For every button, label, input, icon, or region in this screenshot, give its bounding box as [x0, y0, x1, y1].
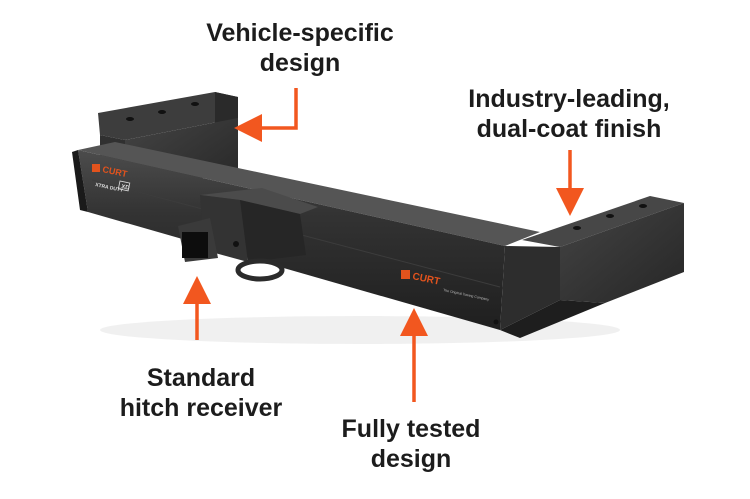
svg-text:XTRA DUTY: XTRA DUTY	[95, 182, 125, 194]
label-line: Fully tested	[341, 415, 481, 443]
industry-leading-finish-label: Industry-leading, dual-coat finish	[455, 84, 683, 144]
label-line: Standard	[146, 364, 256, 392]
label-line: design	[370, 445, 452, 473]
label-line: Industry-leading,	[468, 85, 670, 113]
vehicle-specific-design-label: Vehicle-specific design	[200, 18, 400, 78]
standard-hitch-receiver-label: Standard hitch receiver	[108, 363, 294, 423]
fully-tested-design-label: Fully tested design	[322, 414, 500, 474]
label-line: dual-coat finish	[476, 115, 662, 143]
main-cross-tube	[72, 142, 540, 330]
label-line: hitch receiver	[119, 394, 283, 422]
svg-text:XD: XD	[121, 184, 131, 192]
safety-chain-loop	[235, 258, 285, 282]
vehicle-specific-arrow	[234, 88, 298, 142]
label-line: design	[259, 49, 341, 77]
receiver-opening	[182, 232, 208, 258]
right-mounting-bracket	[493, 196, 684, 338]
receiver-assembly	[178, 188, 318, 282]
label-line: Vehicle-specific	[206, 19, 394, 47]
arrows	[183, 88, 584, 402]
